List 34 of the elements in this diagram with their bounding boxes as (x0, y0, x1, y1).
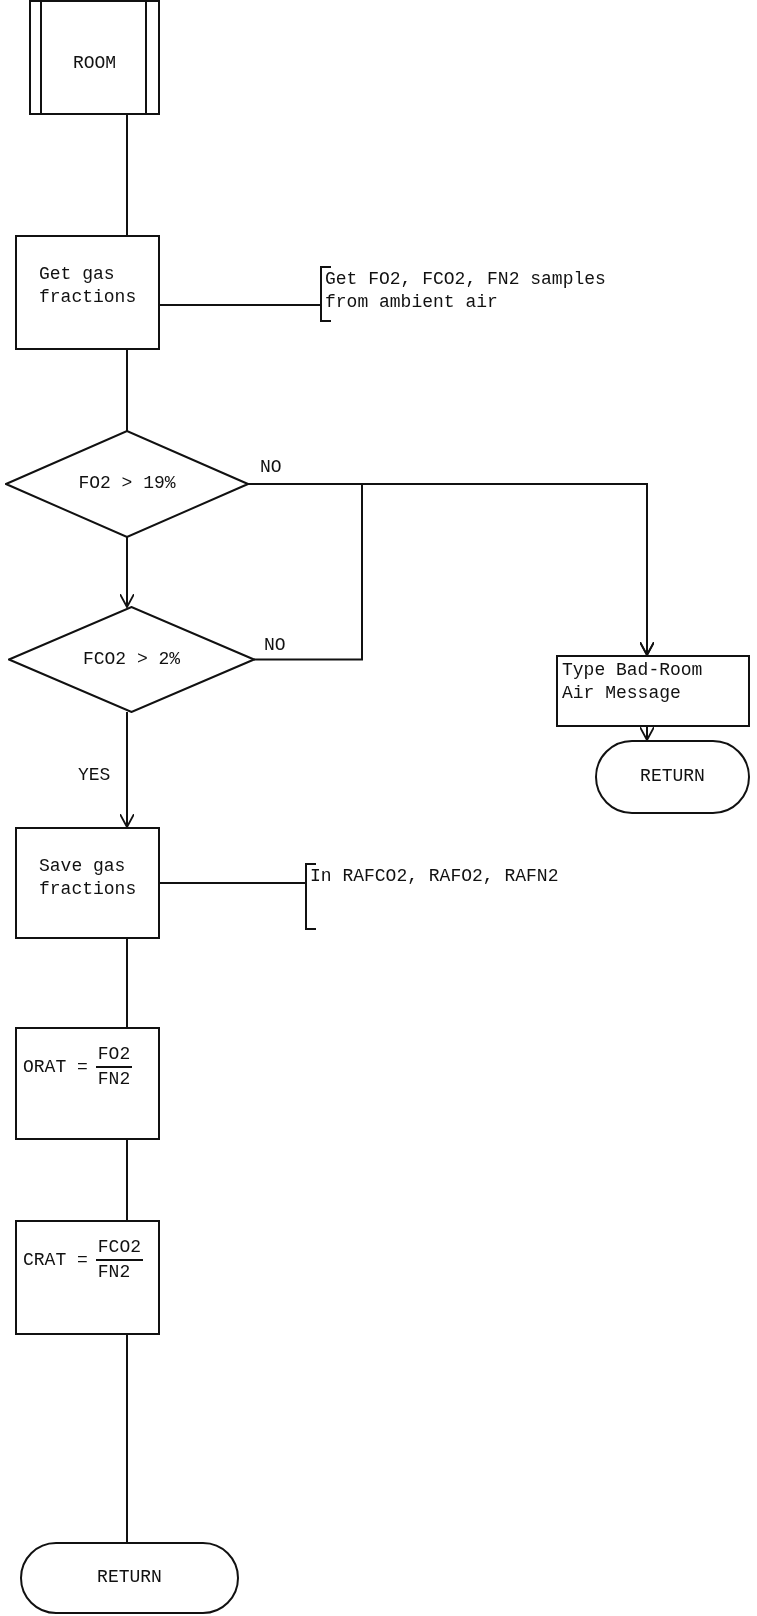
numerator: FO2 (95, 1043, 133, 1069)
decision-diamond (8, 606, 255, 713)
connector-line (126, 1139, 128, 1221)
process-box (15, 235, 160, 350)
node-label: ROOM (71, 52, 118, 75)
connector-line (126, 1334, 128, 1543)
denominator: FN2 (96, 1261, 132, 1285)
decision-diamond (5, 430, 249, 538)
connector-line (159, 882, 307, 884)
condition-text: FO2 > 19% (78, 472, 176, 496)
comment-text: In RAFCO2, RAFO2, RAFN2 (310, 865, 560, 888)
connector-line (126, 938, 128, 1028)
process-box (15, 827, 160, 939)
connector-line (126, 114, 128, 236)
formula-label: CRAT = (23, 1250, 88, 1271)
process-box (15, 1027, 160, 1140)
arrow (639, 726, 655, 741)
denominator: FN2 (96, 1068, 132, 1092)
node-label: RETURN (97, 1566, 162, 1590)
arrow (119, 536, 135, 608)
condition-text: FCO2 > 2% (82, 647, 181, 671)
arrow (119, 711, 135, 828)
connector-line (159, 304, 322, 306)
node-label: Type Bad-Room Air Message (562, 659, 704, 706)
numerator: FCO2 (95, 1236, 144, 1262)
node-label: RETURN (640, 765, 705, 789)
node-label: Get gas fractions (39, 263, 136, 310)
formula-label: ORAT = (23, 1057, 88, 1078)
subroutine-box (29, 0, 160, 115)
comment-text: Get FO2, FCO2, FN2 samples from ambient air (325, 268, 607, 315)
process-box (15, 1220, 160, 1335)
node-label: Save gas fractions (39, 855, 136, 902)
connector-line (126, 349, 128, 432)
process-box (556, 655, 750, 727)
